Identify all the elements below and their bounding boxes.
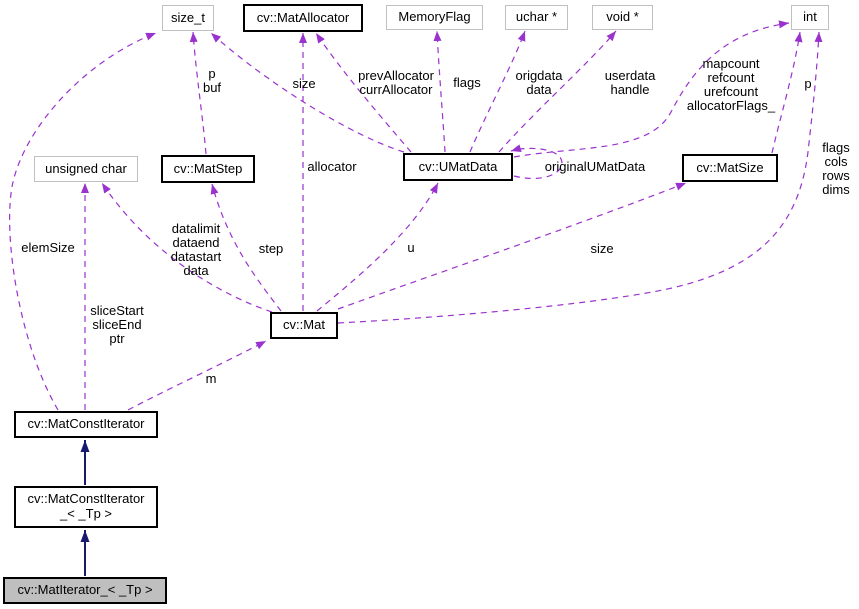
edge-mat-to-int-flags-cols-rows-dims <box>337 31 823 324</box>
edge-label-flags-cols-rows-dims: flags cols rows dims <box>822 140 850 197</box>
edge-label-origdata-data: origdata data <box>515 68 563 97</box>
edge-label-step: step <box>258 241 284 256</box>
edge-label-slicestart-sliceend-ptr: sliceStart sliceEnd ptr <box>90 303 144 346</box>
edge-mat-to-umatdata-u <box>316 182 439 312</box>
node-cv-matconstiterator[interactable]: cv::MatConstIterator <box>14 411 158 438</box>
edge-label-m: m <box>205 371 217 386</box>
edge-label-u: u <box>407 240 415 255</box>
edge-label-allocator: allocator <box>307 159 357 174</box>
edge-matstep-to-sizet-p-buf <box>189 31 207 155</box>
edge-label-flags: flags <box>453 75 481 90</box>
node-cv-matstep[interactable]: cv::MatStep <box>161 155 255 183</box>
node-cv-matiterator-tp-main: cv::MatIterator_< _Tp > <box>3 577 167 604</box>
edge-label-userdata-handle: userdata handle <box>604 68 656 97</box>
node-size-t: size_t <box>162 5 214 31</box>
node-cv-matallocator[interactable]: cv::MatAllocator <box>243 4 363 32</box>
node-unsigned-char: unsigned char <box>34 156 138 182</box>
node-cv-matsize[interactable]: cv::MatSize <box>682 154 778 182</box>
edge-umatdata-to-ucharptr-origdata <box>469 30 526 153</box>
edge-mat-to-matsize-size <box>337 182 687 310</box>
edge-umatdata-to-int-mapcount <box>513 20 790 158</box>
edge-matconstiterator-to-sizet-elemsize <box>9 32 157 411</box>
edge-mat-to-unsignedchar-datalimit <box>101 182 273 313</box>
edge-mat-to-matstep-step <box>210 183 282 312</box>
node-cv-matconstiterator-tp[interactable]: cv::MatConstIterator _< _Tp > <box>14 486 158 528</box>
edge-label-elemsize: elemSize <box>21 240 75 255</box>
edge-matconstiterator-to-mat-m <box>127 340 267 411</box>
edge-label-originalumatdata: originalUMatData <box>544 159 646 174</box>
edge-label-mapcount-refcount-urefcount-allocatorflags: mapcount refcount urefcount allocatorFla… <box>686 56 776 113</box>
edge-matsize-to-int-p <box>771 31 803 154</box>
node-cv-mat[interactable]: cv::Mat <box>270 312 338 339</box>
edge-label-p-buf: p buf <box>202 66 222 95</box>
edge-umatdata-to-memoryflag-flags <box>433 30 446 153</box>
node-int: int <box>791 5 829 30</box>
edge-label-prevallocator-currallocator: prevAllocator currAllocator <box>358 68 434 97</box>
edge-umatdata-to-sizet-size <box>210 32 405 153</box>
edge-label-size-umatdata: size <box>292 76 316 91</box>
edge-label-p: p <box>804 76 812 91</box>
node-memoryflag: MemoryFlag <box>386 5 483 30</box>
edge-label-datalimit-dataend-datastart-data: datalimit dataend datastart data <box>170 221 222 278</box>
node-uchar-ptr: uchar * <box>505 5 568 30</box>
edge-umatdata-selfloop-originalumatdata <box>510 144 563 180</box>
edge-umatdata-to-matallocator-prev-curr <box>315 32 412 153</box>
edge-label-size-mat: size <box>590 241 614 256</box>
node-cv-umatdata[interactable]: cv::UMatData <box>403 153 513 181</box>
node-void-ptr: void * <box>592 5 653 30</box>
